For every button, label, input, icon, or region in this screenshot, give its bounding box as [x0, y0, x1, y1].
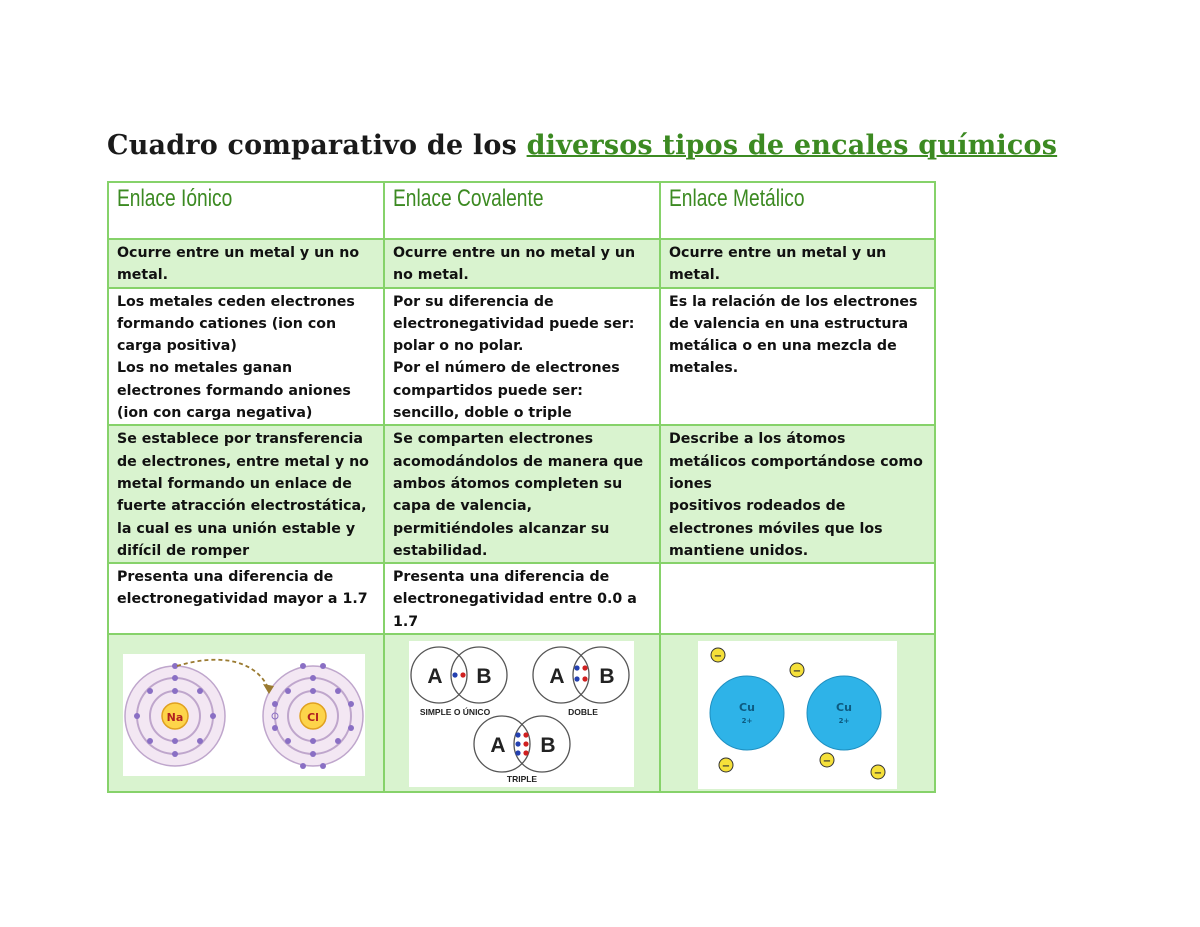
sodium-label: Na — [167, 711, 184, 724]
cell-metallic-image: Cu 2+ Cu 2+ − − − − − — [659, 633, 936, 794]
triple-bond: A B TRIPLE — [473, 715, 571, 784]
electron-symbol: − — [823, 756, 831, 767]
document-title: Cuadro comparativo de los diversos tipos… — [107, 130, 1057, 161]
double-atom-b: B — [599, 665, 614, 688]
table-row: Se establece por transferencia de electr… — [107, 424, 936, 565]
cell-covalent-sharing: Se comparten electrones acomodándolos de… — [383, 424, 661, 565]
chlorine-atom: Cl — [262, 663, 364, 770]
cell-ionic-formation: Los metales ceden electrones formando ca… — [107, 286, 385, 427]
header-ionic: Enlace Iónico — [117, 185, 233, 212]
transfer-arrow — [176, 658, 270, 691]
covalent-bond-diagram: A B SIMPLE O ÚNICO A B DOBLE — [409, 641, 634, 788]
cell-ionic-image: Na Cl — [107, 633, 385, 794]
electron-symbol: − — [793, 666, 801, 677]
table-row: Ocurre entre un metal y un no metal. Ocu… — [107, 238, 936, 289]
cell-ionic-transfer: Se establece por transferencia de electr… — [107, 424, 385, 565]
cell-ionic-electronegativity: Presenta una diferencia de electronegati… — [107, 562, 385, 636]
table-row-images: Na Cl — [107, 633, 936, 794]
triple-atom-b: B — [540, 734, 555, 757]
simple-label: SIMPLE O ÚNICO — [420, 706, 491, 717]
double-atom-a: A — [549, 665, 564, 688]
cell-metallic-description: Describe a los átomos metálicos comportá… — [659, 424, 936, 565]
cell-covalent-types: Por su diferencia de electronegatividad … — [383, 286, 661, 427]
cell-metallic-occurs: Ocurre entre un metal y un metal. — [659, 238, 936, 289]
copper-symbol: Cu — [739, 701, 755, 714]
electron-symbol: − — [722, 761, 730, 772]
cell-covalent-occurs: Ocurre entre un no metal y un no metal. — [383, 238, 661, 289]
cell-covalent-electronegativity: Presenta una diferencia de electronegati… — [383, 562, 661, 636]
title-prefix: Cuadro comparativo de los — [107, 130, 527, 161]
header-row: Enlace Iónico Enlace Covalente Enlace Me… — [107, 181, 936, 240]
chlorine-label: Cl — [307, 711, 319, 724]
table-row: Presenta una diferencia de electronegati… — [107, 562, 936, 636]
table-row: Los metales ceden electrones formando ca… — [107, 286, 936, 427]
cell-ionic-occurs: Ocurre entre un metal y un no metal. — [107, 238, 385, 289]
comparison-table: Enlace Iónico Enlace Covalente Enlace Me… — [107, 181, 936, 794]
header-metallic: Enlace Metálico — [669, 185, 805, 212]
electron-symbol: − — [714, 651, 722, 662]
sodium-atom: Na — [124, 663, 226, 767]
electron-symbol: − — [874, 768, 882, 779]
cell-covalent-image: A B SIMPLE O ÚNICO A B DOBLE — [383, 633, 661, 794]
simple-bond: A B SIMPLE O ÚNICO — [410, 646, 508, 717]
header-covalent: Enlace Covalente — [393, 185, 544, 212]
double-bond: A B DOBLE — [532, 646, 630, 717]
simple-atom-a: A — [427, 665, 442, 688]
copper-symbol: Cu — [836, 701, 852, 714]
copper-charge: 2+ — [742, 717, 753, 725]
header-cell: Enlace Iónico — [107, 181, 385, 240]
free-electrons: − − − − − — [710, 647, 886, 780]
title-highlight: diversos tipos de encales químicos — [526, 130, 1058, 161]
cell-metallic-empty — [659, 562, 936, 636]
triple-label: TRIPLE — [507, 774, 538, 784]
metallic-bond-diagram: Cu 2+ Cu 2+ − − − − − — [698, 641, 897, 790]
copper-ion-left: Cu 2+ — [709, 675, 785, 751]
header-cell: Enlace Covalente — [383, 181, 661, 240]
cell-metallic-relation: Es la relación de los electrones de vale… — [659, 286, 936, 427]
copper-charge: 2+ — [839, 717, 850, 725]
copper-ion-right: Cu 2+ — [806, 675, 882, 751]
ionic-bond-diagram: Na Cl — [123, 654, 365, 777]
double-label: DOBLE — [568, 707, 598, 717]
header-cell: Enlace Metálico — [659, 181, 936, 240]
triple-atom-a: A — [490, 734, 505, 757]
simple-atom-b: B — [476, 665, 491, 688]
